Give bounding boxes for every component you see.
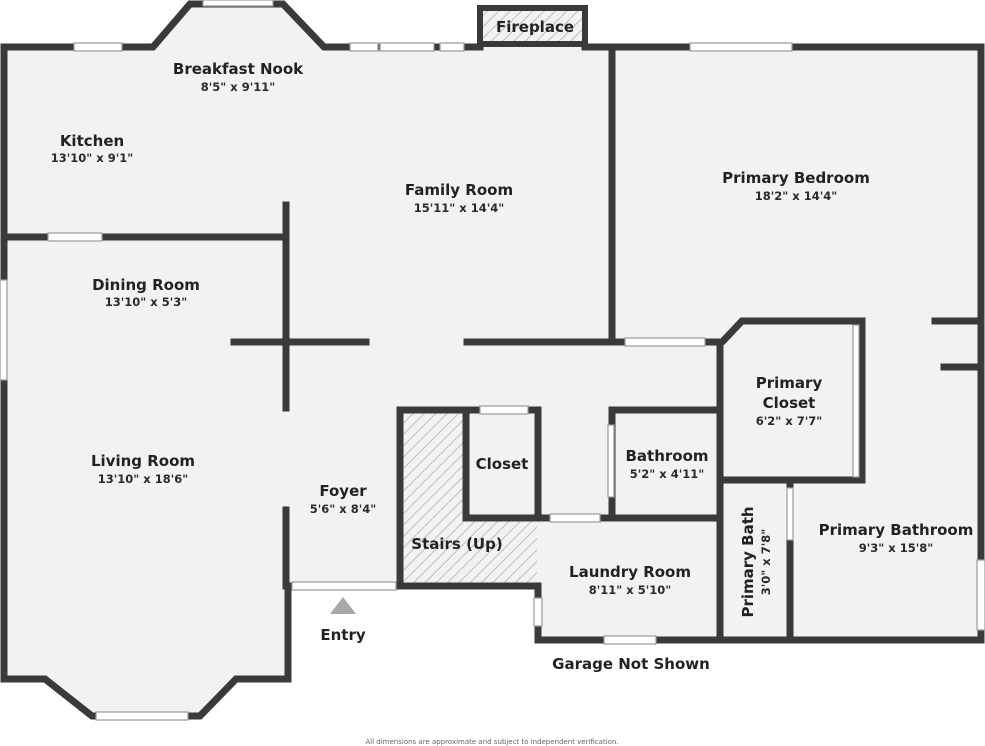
primary-closet-label-line1: Primary (756, 374, 823, 392)
family-room-label: Family Room (405, 181, 513, 199)
primary-bath-dims: 3'0" x 7'8" (759, 529, 773, 595)
primary-bath-label: Primary Bath (739, 506, 757, 617)
kitchen-label: Kitchen (60, 132, 124, 150)
primary-bedroom-dims: 18'2" x 14'4" (755, 189, 837, 203)
family-room-dims: 15'11" x 14'4" (414, 201, 504, 215)
entry-arrow-icon (330, 597, 356, 614)
entry-label: Entry (320, 626, 365, 644)
laundry-room-dims: 8'11" x 5'10" (589, 583, 671, 597)
primary-bathroom-label: Primary Bathroom (819, 521, 974, 539)
dining-room-dims: 13'10" x 5'3" (105, 295, 187, 309)
closet-label: Closet (476, 455, 529, 473)
windows (0, 0, 985, 721)
fireplace-label: Fireplace (496, 18, 574, 36)
primary-bedroom-label: Primary Bedroom (722, 169, 870, 187)
laundry-room-label: Laundry Room (569, 563, 691, 581)
living-room-label: Living Room (91, 452, 195, 470)
bathroom-dims: 5'2" x 4'11" (630, 467, 704, 481)
fireplace (477, 5, 588, 47)
stairs-label: Stairs (Up) (411, 535, 502, 553)
foyer-dims: 5'6" x 8'4" (310, 502, 376, 516)
bathroom-label: Bathroom (625, 447, 708, 465)
closet-floor (466, 412, 537, 518)
footnote: All dimensions are approximate and subje… (365, 738, 618, 746)
breakfast-nook-dims: 8'5" x 9'11" (201, 80, 275, 94)
primary-closet-label-line2: Closet (763, 394, 816, 412)
floor-area (4, 4, 981, 716)
primary-bathroom-dims: 9'3" x 15'8" (859, 541, 933, 555)
primary-closet-dims: 6'2" x 7'7" (756, 414, 822, 428)
living-room-dims: 13'10" x 18'6" (98, 472, 188, 486)
foyer-label: Foyer (319, 482, 367, 500)
garage-note: Garage Not Shown (552, 655, 710, 673)
dining-room-label: Dining Room (92, 276, 200, 294)
kitchen-dims: 13'10" x 9'1" (51, 151, 133, 165)
breakfast-nook-label: Breakfast Nook (173, 60, 304, 78)
